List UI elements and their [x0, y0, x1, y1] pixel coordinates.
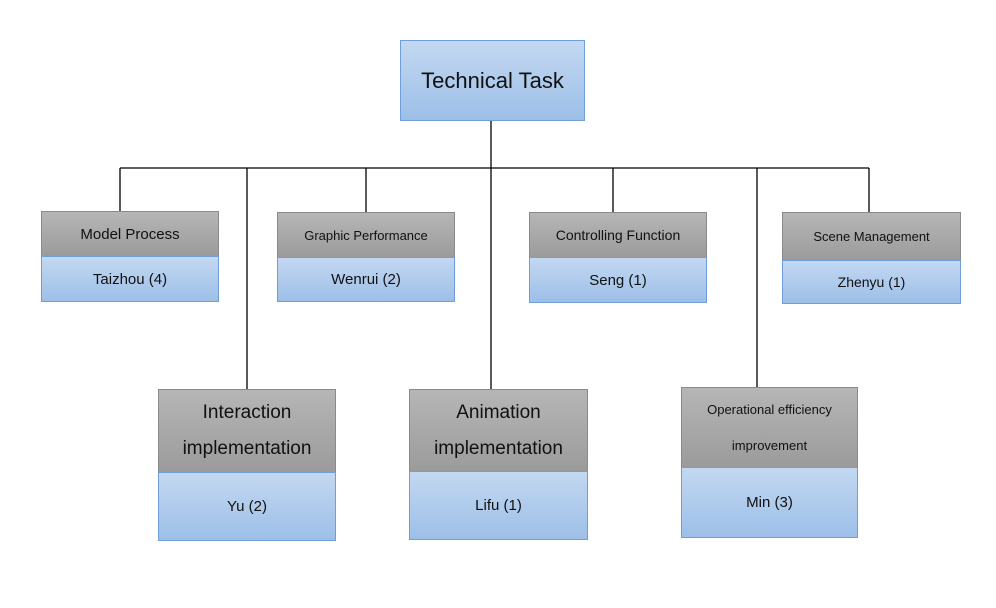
- task-name: Animation implementation: [409, 389, 588, 472]
- task-owner: Wenrui (2): [277, 257, 455, 302]
- task-name: Model Process: [41, 211, 219, 257]
- task-node-interaction-implementation: Interaction implementation Yu (2): [158, 389, 336, 541]
- task-owner: Zhenyu (1): [782, 260, 961, 304]
- task-node-graphic-performance: Graphic Performance Wenrui (2): [277, 212, 455, 302]
- task-name: Graphic Performance: [277, 212, 455, 258]
- task-node-model-process: Model Process Taizhou (4): [41, 211, 219, 302]
- task-name: Controlling Function: [529, 212, 707, 258]
- task-owner: Lifu (1): [409, 471, 588, 540]
- task-owner: Min (3): [681, 467, 858, 538]
- task-node-operational-efficiency: Operational efficiency improvement Min (…: [681, 387, 858, 538]
- task-name: Scene Management: [782, 212, 961, 261]
- root-node: Technical Task: [400, 40, 585, 121]
- task-name: Interaction implementation: [158, 389, 336, 473]
- task-owner: Taizhou (4): [41, 256, 219, 302]
- task-name: Operational efficiency improvement: [681, 387, 858, 468]
- task-node-animation-implementation: Animation implementation Lifu (1): [409, 389, 588, 540]
- task-node-controlling-function: Controlling Function Seng (1): [529, 212, 707, 303]
- task-owner: Yu (2): [158, 472, 336, 541]
- root-title: Technical Task: [421, 67, 564, 93]
- task-node-scene-management: Scene Management Zhenyu (1): [782, 212, 961, 304]
- task-owner: Seng (1): [529, 257, 707, 303]
